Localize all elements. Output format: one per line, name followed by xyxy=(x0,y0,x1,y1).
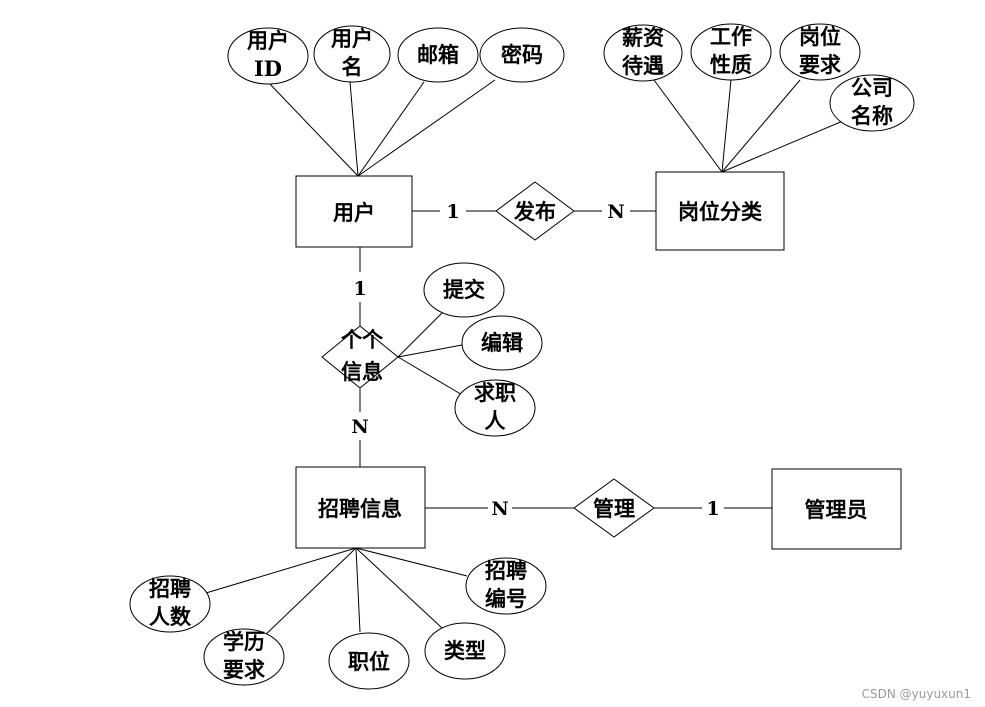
attribute-password: 密码 xyxy=(479,27,565,83)
attribute-password-line1: 密码 xyxy=(501,42,543,67)
entity-job-category: 岗位分类 xyxy=(655,171,785,251)
attribute-type: 类型 xyxy=(424,622,506,680)
attribute-salary-line2: 待遇 xyxy=(622,53,664,78)
attribute-user-id: 用户 ID xyxy=(227,27,309,85)
attribute-salary-line1: 薪资 xyxy=(622,25,664,50)
attribute-nature: 工作 性质 xyxy=(690,23,772,81)
entity-admin: 管理员 xyxy=(771,468,902,550)
attribute-job-seeker-line1: 求职 xyxy=(474,380,516,405)
attribute-headcount: 招聘 人数 xyxy=(129,575,211,633)
attribute-requirement: 岗位 要求 xyxy=(779,23,861,81)
attribute-salary: 薪资 待遇 xyxy=(603,24,683,82)
relationship-personal-info-label-line2: 信息 xyxy=(341,359,383,384)
attribute-education: 学历 要求 xyxy=(203,628,285,686)
relationship-publish: 发布 xyxy=(495,181,575,241)
relationship-personal-info: 个个 信息 xyxy=(321,325,399,389)
attribute-username-line2: 名 xyxy=(342,54,363,79)
attribute-recruit-no-line2: 编号 xyxy=(485,586,527,611)
attribute-type-line1: 类型 xyxy=(444,638,486,663)
cardinality-publish-user: 1 xyxy=(446,201,459,223)
relationship-publish-label: 发布 xyxy=(513,199,556,224)
attribute-nature-line2: 性质 xyxy=(710,52,752,77)
attribute-submit: 提交 xyxy=(423,262,505,318)
attribute-requirement-line2: 要求 xyxy=(799,52,841,77)
entity-user: 用户 xyxy=(295,175,413,248)
entity-user-label: 用户 xyxy=(333,200,375,225)
relationship-personal-info-label-line1: 个个 xyxy=(341,327,384,352)
attribute-edit-line1: 编辑 xyxy=(481,330,523,355)
relationship-manage: 管理 xyxy=(573,478,655,538)
attribute-position: 职位 xyxy=(328,632,410,690)
attribute-recruit-no: 招聘 编号 xyxy=(465,557,547,615)
entity-job-category-label: 岗位分类 xyxy=(678,199,763,224)
cardinality-info-recruit: N xyxy=(351,416,368,438)
attribute-education-line2: 要求 xyxy=(223,657,265,682)
attribute-email-line1: 邮箱 xyxy=(417,42,459,67)
attribute-submit-line1: 提交 xyxy=(443,277,485,302)
connector-lines xyxy=(205,79,851,639)
attribute-requirement-line1: 岗位 xyxy=(799,24,841,49)
attribute-nature-line1: 工作 xyxy=(710,24,752,49)
entity-admin-label: 管理员 xyxy=(805,497,868,522)
attribute-username-line1: 用户 xyxy=(331,26,373,51)
entity-recruitment-info-label: 招聘信息 xyxy=(318,496,402,521)
attribute-company-line2: 名称 xyxy=(851,103,893,128)
cardinality-publish-category: N xyxy=(607,201,624,223)
cardinality-manage-recruit: N xyxy=(491,498,508,520)
attribute-user-id-line1: 用户 xyxy=(247,28,289,53)
entity-recruitment-info: 招聘信息 xyxy=(295,466,426,549)
attribute-headcount-line2: 人数 xyxy=(149,604,192,629)
watermark: CSDN @yuyuxun1 xyxy=(861,687,971,701)
cardinality-manage-admin: 1 xyxy=(706,498,719,520)
attribute-edit: 编辑 xyxy=(461,315,543,371)
attribute-job-seeker-line2: 人 xyxy=(485,408,506,433)
attribute-recruit-no-line1: 招聘 xyxy=(485,558,527,583)
attribute-education-line1: 学历 xyxy=(223,629,265,654)
attribute-company: 公司 名称 xyxy=(829,74,915,132)
cardinality-info-user: 1 xyxy=(353,278,366,300)
attribute-username: 用户 名 xyxy=(313,25,391,83)
relationship-manage-label: 管理 xyxy=(593,496,635,521)
attribute-job-seeker: 求职 人 xyxy=(454,379,536,437)
attribute-email: 邮箱 xyxy=(397,27,479,83)
attribute-position-line1: 职位 xyxy=(348,649,390,674)
attribute-user-id-line2: ID xyxy=(254,56,282,81)
attribute-headcount-line1: 招聘 xyxy=(149,576,191,601)
attribute-company-line1: 公司 xyxy=(851,75,893,100)
